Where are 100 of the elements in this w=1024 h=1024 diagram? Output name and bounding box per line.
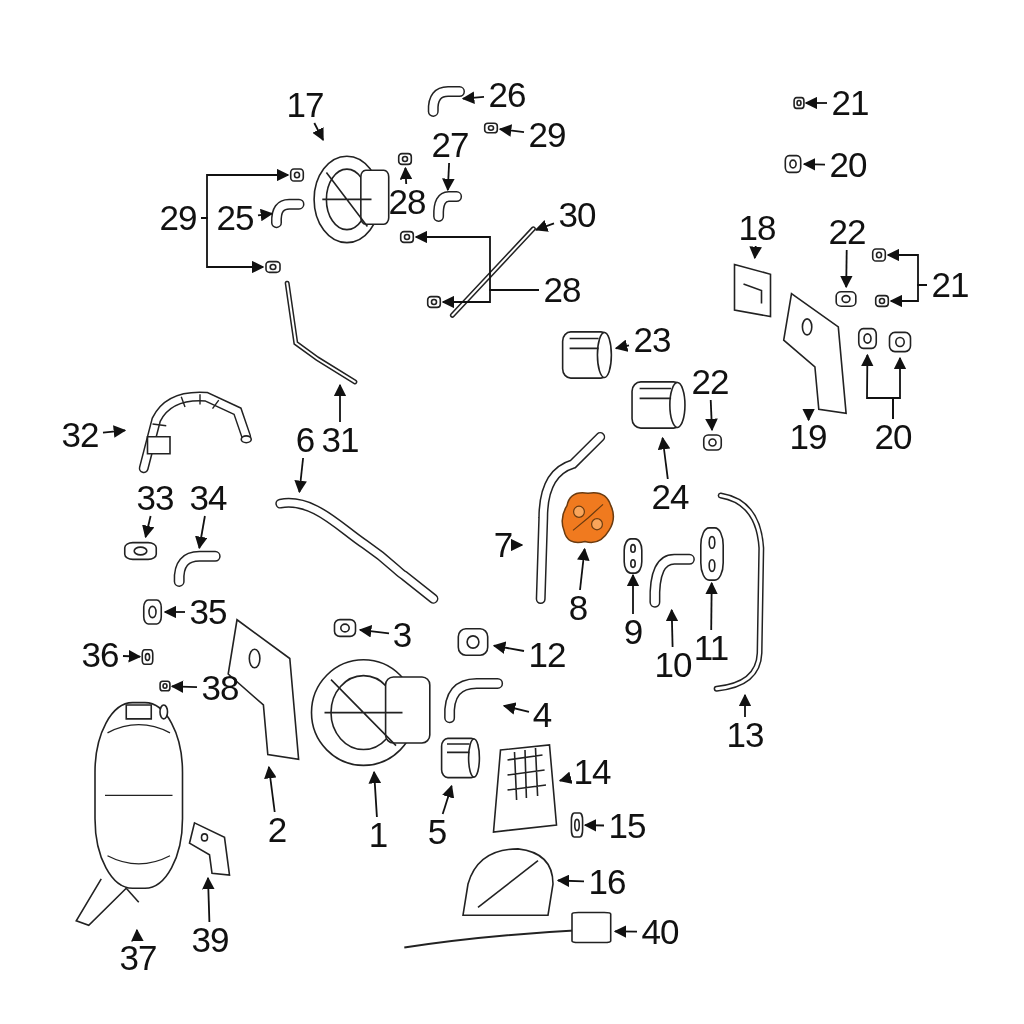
leader-arrow [614, 339, 630, 352]
leader-arrow [558, 771, 573, 784]
leader-arrow [333, 383, 347, 423]
callout-number: 20 [870, 419, 916, 455]
callout-number: 4 [529, 697, 555, 733]
small-part-drawing [398, 228, 416, 246]
small-part-drawing [870, 245, 888, 265]
small-part-drawing [288, 165, 306, 185]
callout-number: 29 [524, 117, 570, 153]
leader-arrow [804, 96, 828, 110]
callout-number: 7 [490, 527, 516, 563]
callout-number: 2 [264, 812, 290, 848]
small-part-drawing [158, 678, 172, 694]
leader-arrow [665, 608, 679, 648]
callout-number: 15 [604, 808, 650, 844]
callout-number: 21 [827, 85, 873, 121]
elbow-pipe-drawing [272, 198, 302, 226]
leader-arrow [294, 457, 307, 494]
leader-arrow [142, 515, 155, 539]
callout-number: 33 [132, 480, 178, 516]
leader-arrow [441, 289, 540, 309]
leader-arrow [441, 784, 455, 815]
leader-arrow [510, 538, 524, 552]
callout-number: 37 [115, 940, 161, 976]
callout-number: 38 [197, 670, 243, 706]
elbow-pipe-drawing [428, 85, 463, 115]
leader-arrow [163, 605, 186, 619]
callout-number: 23 [629, 322, 675, 358]
leader-arrow [583, 819, 605, 832]
small-part-drawing [425, 293, 443, 311]
callout-number: 26 [484, 77, 530, 113]
callout-number: 27 [427, 127, 473, 163]
callout-number: 28 [384, 184, 430, 220]
leader-arrow [264, 765, 277, 813]
callout-number: 32 [57, 417, 103, 453]
leader-arrow [613, 925, 638, 938]
leader-arrow [577, 547, 590, 591]
callout-number: 30 [554, 197, 600, 233]
leader-arrow [534, 220, 555, 232]
elbow-pipe-drawing [172, 548, 220, 586]
callout-number: 18 [734, 210, 780, 246]
leader-arrow [492, 641, 525, 654]
small-part-drawing [792, 94, 806, 112]
callout-number: 5 [424, 814, 450, 850]
callout-number: 17 [282, 87, 328, 123]
leader-arrow [626, 573, 640, 615]
callout-number: 20 [825, 147, 871, 183]
leader-arrow [892, 356, 907, 420]
leader-arrow [442, 162, 455, 192]
callout-number: 1 [365, 817, 391, 853]
leader-arrow [358, 624, 390, 638]
gasket-drawing [622, 537, 644, 575]
callout-number: 10 [650, 647, 696, 683]
callout-number: 35 [185, 594, 231, 630]
callout-number: 25 [212, 200, 258, 236]
callout-number: 39 [187, 922, 233, 958]
leader-arrow [749, 245, 762, 260]
leader-arrow [502, 702, 530, 715]
leader-arrow [195, 515, 208, 550]
pipe-drawing [448, 226, 536, 320]
callout-number: 14 [569, 754, 615, 790]
callout-number: 12 [524, 637, 570, 673]
leader-arrow [368, 770, 382, 818]
small-part-drawing [396, 150, 414, 168]
small-part-drawing [873, 292, 891, 310]
callout-number: 34 [185, 480, 231, 516]
gasket-drawing [698, 525, 726, 583]
callout-number: 13 [722, 717, 768, 753]
leader-arrow [657, 436, 671, 480]
callout-number: 19 [785, 419, 831, 455]
leader-arrow [556, 874, 585, 888]
leader-arrow [170, 680, 198, 693]
callout-number: 3 [389, 617, 415, 653]
callout-number: 8 [565, 590, 591, 626]
leader-arrow [200, 217, 265, 274]
callout-number: 6 [292, 422, 318, 458]
callout-number: 40 [637, 914, 683, 950]
callout-number: 22 [687, 364, 733, 400]
callout-number: 22 [824, 214, 870, 250]
small-part-drawing [482, 120, 500, 136]
leader-arrow [257, 208, 274, 222]
leader-arrow [461, 91, 485, 104]
callout-number: 9 [620, 614, 646, 650]
callout-number: 36 [77, 637, 123, 673]
leader-arrow [202, 876, 215, 923]
leader-arrow [705, 581, 718, 631]
leader-arrow [802, 158, 826, 171]
leader-arrow [889, 284, 928, 308]
leader-arrow [131, 928, 144, 942]
leader-arrow [102, 425, 127, 438]
callout-number: 28 [539, 272, 585, 308]
leader-arrow [399, 166, 413, 185]
leader-arrow [840, 249, 853, 289]
callout-number: 16 [584, 864, 630, 900]
leader-arrow [498, 124, 525, 137]
leader-arrow [122, 649, 142, 663]
leader-arrow [802, 408, 815, 422]
callout-number: 29 [155, 200, 201, 236]
leader-arrow [738, 693, 752, 718]
leader-arrow [705, 399, 718, 432]
